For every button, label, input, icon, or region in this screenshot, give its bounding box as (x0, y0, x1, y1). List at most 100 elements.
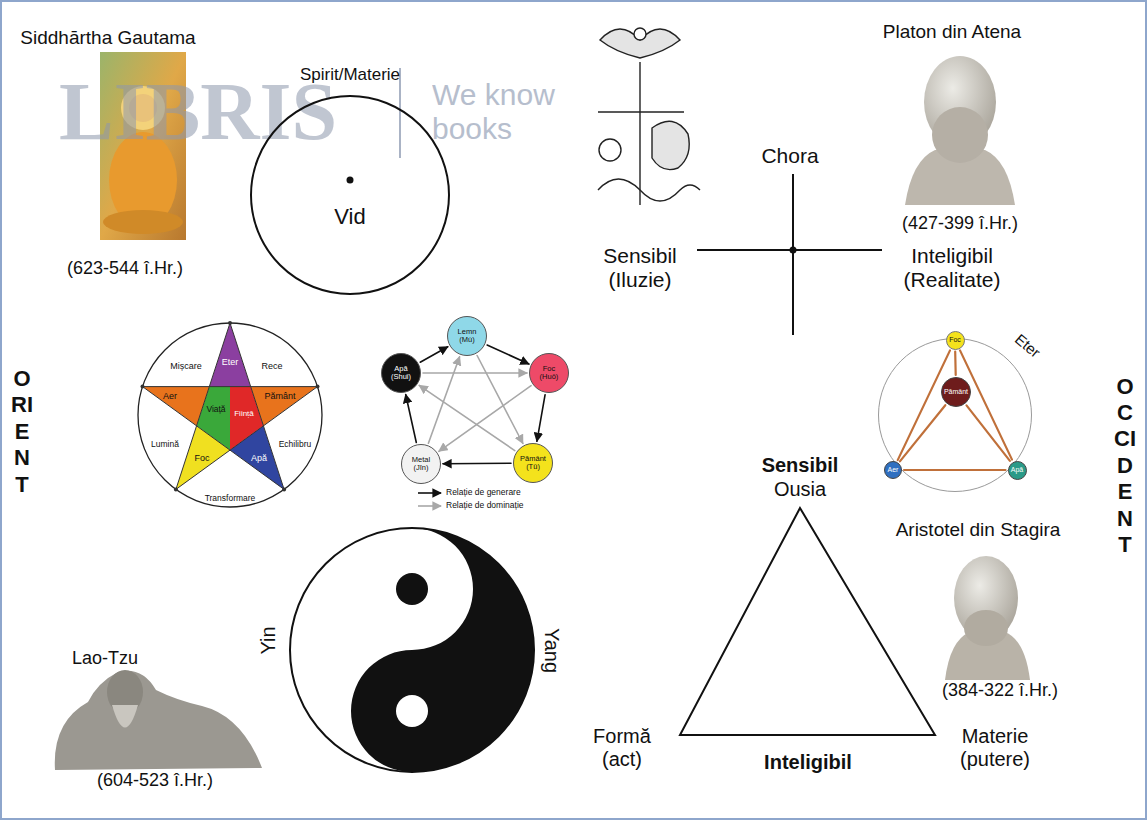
pentagram (138, 321, 322, 507)
domination-arrow (439, 386, 531, 452)
element-label: Mișcare (170, 361, 202, 371)
concept-label: Sensibil (762, 454, 839, 477)
element-circle: Pământ (941, 377, 971, 407)
element-circle: Pământ (Tǔ) (513, 443, 553, 483)
element-name: Metal (Jīn) (405, 456, 437, 472)
element-circle: Apă (1008, 461, 1027, 480)
tetrahedron-edge (967, 405, 1010, 461)
axis-label: Chora (761, 144, 818, 168)
person-name: Aristotel din Stagira (896, 519, 1061, 541)
void-circle: Spirit/MaterieVid (250, 95, 450, 295)
element-label: Echilibru (279, 440, 312, 450)
person-name: Lao-Tzu (72, 648, 138, 669)
tick (174, 487, 178, 491)
eagle-head (634, 28, 646, 40)
statue (55, 671, 262, 770)
tick (141, 385, 145, 389)
dragon (598, 179, 700, 201)
element-name: Pământ (944, 388, 968, 396)
person-name: Siddhārtha Gautama (20, 27, 195, 49)
generation-arrow (537, 395, 545, 442)
tick (316, 385, 320, 389)
element-label: Apă (251, 453, 267, 463)
circle-label: Vid (334, 204, 365, 229)
element-label: Transformare (205, 494, 256, 504)
element-circle: Foc (Huǒ) (529, 353, 569, 393)
axis-dot (790, 247, 797, 254)
tetrahedron-edge (898, 350, 950, 460)
element-name: Apă (Shuǐ) (385, 365, 417, 381)
heraldic-figure (598, 28, 700, 205)
date-range: (604-523 î.Hr.) (97, 770, 213, 791)
concept-label: Ousia (774, 478, 826, 501)
element-name: Foc (949, 336, 961, 344)
cross-horizontal (598, 111, 684, 112)
domination-arrow (423, 372, 527, 374)
tetrahedron-edge (954, 352, 957, 376)
axis-label: Sensibil (Iluzie) (590, 244, 690, 292)
element-circle: Foc (946, 331, 965, 350)
circle-heading: Spirit/Materie (300, 65, 400, 85)
element-name: Lemn (Mù) (451, 328, 483, 344)
element-name: Apă (1011, 466, 1023, 474)
tick (228, 321, 232, 325)
element-name: Pământ (Tǔ) (517, 455, 549, 471)
generation-arrow (420, 347, 448, 362)
center-dot (347, 177, 354, 184)
region-label: OCCIDENT (1114, 374, 1136, 559)
concept-label: Formă (act) (572, 725, 672, 771)
bust-beard (964, 610, 1008, 646)
triangle (680, 508, 935, 735)
concept-label: Yin (256, 626, 279, 654)
axis-line (792, 174, 794, 335)
tetrahedron-edge (900, 405, 945, 461)
legend-text: Relație de generare (446, 488, 521, 498)
tick (282, 487, 286, 491)
region-label: ORIENT (11, 366, 33, 498)
element-label: Rece (261, 361, 282, 371)
element-name: Foc (Huǒ) (533, 365, 565, 381)
tetrahedron-edge (904, 469, 1006, 471)
element-label: Lumină (151, 440, 179, 450)
date-range: (427-399 î.Hr.) (902, 213, 1018, 234)
yin-yang-dark (351, 528, 534, 772)
axis-label: Inteligibil (Realitate) (887, 244, 1017, 292)
circle-heading: Eter (1012, 331, 1044, 362)
element-circle: Aer (884, 461, 902, 479)
star-arm (209, 323, 250, 387)
star-center (197, 387, 230, 450)
legend-text: Relație de dominație (446, 501, 524, 511)
statue-beard (112, 705, 138, 728)
tetrahedron-edge (960, 350, 1012, 459)
generation-arrow (487, 345, 529, 364)
yin-yang-dot (396, 695, 428, 727)
element-circle: Lemn (Mù) (447, 316, 487, 356)
concept-label: Materie (putere) (940, 725, 1050, 771)
element-circle: Apă (Shuǐ) (381, 353, 421, 393)
element-label: Ființă (234, 409, 254, 418)
star-outline (143, 323, 318, 489)
element-label: Aer (163, 391, 177, 401)
bust-beard (932, 107, 988, 163)
yin-yang-dot (396, 573, 428, 605)
generation-arrow (406, 395, 417, 443)
eagle (600, 29, 680, 58)
element-label: Viață (206, 405, 225, 415)
concept-label: Yang (540, 627, 563, 672)
yin-yang (290, 528, 534, 772)
element-circle: Metal (Jīn) (401, 444, 441, 484)
date-range: (623-544 î.Hr.) (67, 258, 183, 279)
legend-sample (418, 492, 441, 494)
element-label: Foc (194, 453, 209, 463)
concept-label: Inteligibil (764, 751, 852, 774)
angel (599, 139, 621, 161)
domination-arrow (428, 357, 459, 444)
generation-arrow (443, 462, 511, 464)
legend-sample (418, 505, 441, 507)
domination-arrow (419, 385, 515, 450)
lotus (103, 210, 183, 234)
watermark: We know books (432, 78, 572, 147)
date-range: (384-322 î.Hr.) (942, 680, 1058, 701)
